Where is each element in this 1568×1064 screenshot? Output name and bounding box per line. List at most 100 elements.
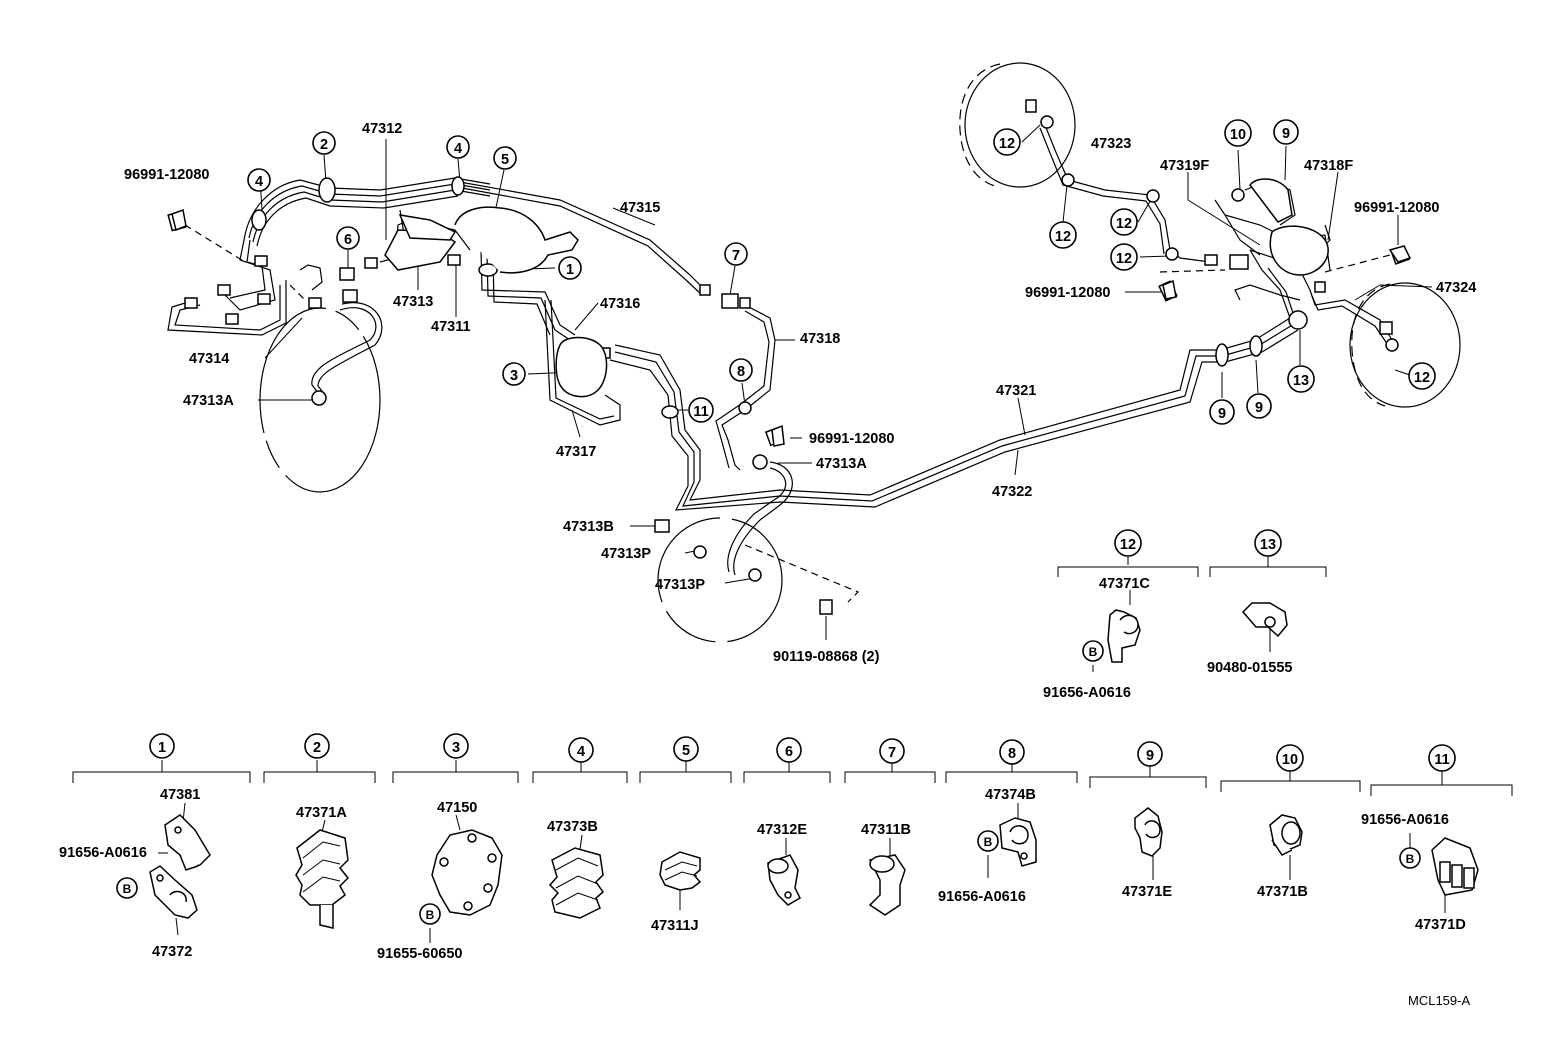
- label-47313: 47313: [393, 294, 433, 310]
- label-47312: 47312: [362, 121, 402, 137]
- part-47150: [431, 829, 503, 916]
- dashed-guides: [184, 224, 1391, 603]
- callout-3: 3: [502, 362, 526, 386]
- svg-text:B: B: [123, 882, 132, 896]
- rear-left-drum: [959, 62, 1076, 188]
- label-47318: 47318: [800, 331, 840, 347]
- bottom-callout-7: 7: [879, 738, 905, 764]
- bottom-callout-3: 3: [443, 733, 469, 759]
- callout-9-a: 9: [1209, 399, 1235, 425]
- wheel-discs: [259, 62, 1461, 643]
- label-91656-1: 91656-A0616: [59, 845, 147, 861]
- diagram-code: MCL159-A: [1408, 993, 1470, 1008]
- main-small-parts: [171, 208, 1412, 663]
- label-91656-11: 91656-A0616: [1361, 812, 1449, 828]
- svg-text:2: 2: [320, 137, 328, 153]
- svg-text:10: 10: [1230, 127, 1246, 143]
- label-47311: 47311: [431, 319, 471, 335]
- rear-right-drum: [1349, 282, 1461, 408]
- bottom-callout-10: 10: [1276, 744, 1304, 772]
- label-47371A: 47371A: [296, 805, 347, 821]
- b-callout-1: B: [116, 877, 138, 899]
- bottom-callout-6: 6: [776, 737, 802, 763]
- label-47371D: 47371D: [1415, 917, 1466, 933]
- callout-12-e: 12: [1408, 362, 1436, 390]
- svg-text:3: 3: [510, 368, 518, 384]
- svg-text:12: 12: [999, 136, 1015, 152]
- svg-text:6: 6: [344, 232, 352, 248]
- svg-text:B: B: [984, 835, 993, 849]
- callouts-bottom: 1 2 3 4 5 6 7 8 9 10 11 B B B B: [116, 733, 1456, 925]
- b-callout-3: B: [419, 903, 441, 925]
- part-47371A: [295, 829, 350, 929]
- svg-text:13: 13: [1260, 537, 1276, 553]
- part-47372: [149, 865, 198, 919]
- label-91655: 91655-60650: [377, 946, 462, 962]
- label-47374B: 47374B: [985, 787, 1036, 803]
- label-47318F: 47318F: [1304, 158, 1353, 174]
- label-47314: 47314: [189, 351, 229, 367]
- svg-text:7: 7: [732, 248, 740, 264]
- svg-text:5: 5: [501, 152, 509, 168]
- label-47313P-a: 47313P: [601, 546, 651, 562]
- svg-text:B: B: [1089, 645, 1098, 659]
- svg-text:9: 9: [1218, 406, 1226, 422]
- brake-pipes: [167, 124, 1396, 576]
- label-47311B: 47311B: [861, 822, 911, 838]
- leader-lines: [72, 124, 1513, 943]
- label-47324: 47324: [1436, 280, 1476, 296]
- front-right-disc: [657, 517, 783, 643]
- label-96991-mid: 96991-12080: [809, 431, 894, 447]
- b-callout-11: B: [1399, 847, 1421, 869]
- bottom-callout-5: 5: [673, 736, 699, 762]
- svg-text:12: 12: [1116, 216, 1132, 232]
- part-47311J: [659, 851, 702, 891]
- label-47372: 47372: [152, 944, 192, 960]
- svg-text:11: 11: [1434, 752, 1449, 768]
- labels-bottom: 47381 91656-A0616 47372 47371A 47150 916…: [59, 787, 1470, 1008]
- label-91656-12: 91656-A0616: [1043, 685, 1131, 701]
- label-47313P-b: 47313P: [655, 577, 705, 593]
- label-47150: 47150: [437, 800, 477, 816]
- svg-text:10: 10: [1282, 752, 1298, 768]
- part-47381: [164, 814, 211, 871]
- callout-10-top: 10: [1224, 119, 1252, 147]
- label-47322: 47322: [992, 484, 1032, 500]
- label-47321: 47321: [996, 383, 1036, 399]
- part-47371B: [1269, 814, 1303, 856]
- svg-text:9: 9: [1255, 400, 1263, 416]
- part-47371D: [1431, 837, 1479, 896]
- label-96991-right: 96991-12080: [1354, 200, 1439, 216]
- svg-text:4: 4: [577, 744, 585, 760]
- svg-text:4: 4: [454, 141, 462, 157]
- callout-2: 2: [312, 131, 336, 155]
- svg-text:9: 9: [1146, 748, 1154, 764]
- bottom-callout-2: 2: [304, 733, 330, 759]
- callout-4-left: 4: [247, 168, 271, 192]
- callout-12-c: 12: [1110, 208, 1138, 236]
- callout-12-d: 12: [1110, 243, 1138, 271]
- label-47311J: 47311J: [651, 918, 699, 934]
- label-47381: 47381: [160, 787, 200, 803]
- label-47371E: 47371E: [1122, 884, 1172, 900]
- b-callout-8: B: [977, 830, 999, 852]
- svg-text:11: 11: [693, 404, 708, 420]
- callout-13: 13: [1287, 365, 1315, 393]
- svg-text:1: 1: [158, 740, 166, 756]
- svg-text:8: 8: [1008, 746, 1016, 762]
- label-47373B: 47373B: [547, 819, 598, 835]
- bottom-callout-11: 11: [1428, 744, 1456, 772]
- callout-9-b: 9: [1246, 393, 1272, 419]
- label-47312E: 47312E: [757, 822, 807, 838]
- label-47371B: 47371B: [1257, 884, 1308, 900]
- callouts-main: 4 2 4 5 6 1 3 7 8 11 12 12 12 12 10 9 12…: [247, 119, 1436, 662]
- callout-12-group: 12: [1114, 529, 1142, 557]
- label-96991-lower: 96991-12080: [1025, 285, 1110, 301]
- part-47373B: [548, 847, 605, 919]
- label-47316: 47316: [600, 296, 640, 312]
- label-47313B: 47313B: [563, 519, 614, 535]
- part-47312E: [767, 854, 801, 906]
- svg-text:5: 5: [682, 743, 690, 759]
- svg-text:12: 12: [1116, 251, 1132, 267]
